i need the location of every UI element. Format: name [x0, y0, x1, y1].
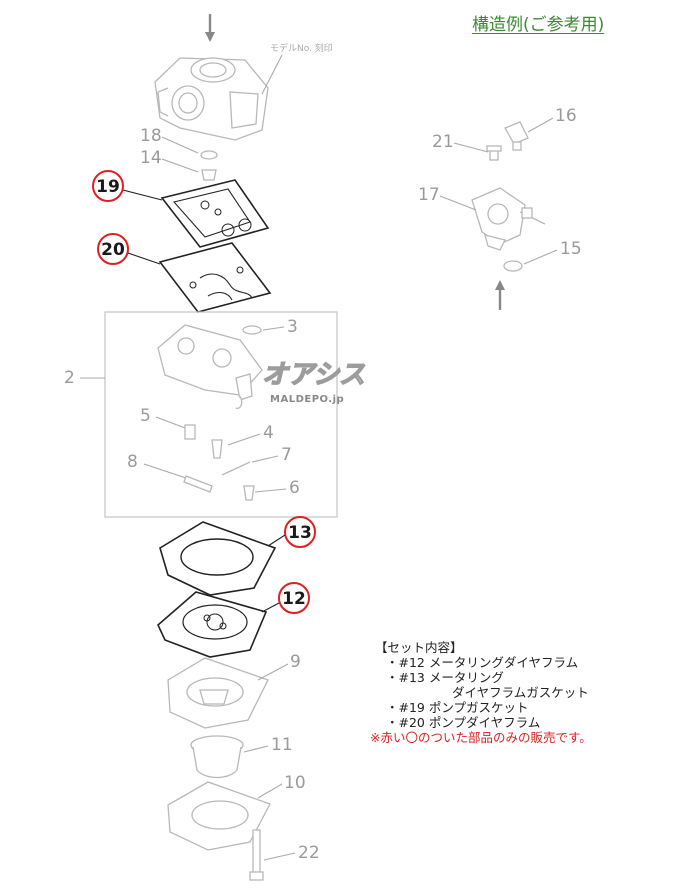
part-number-8: 8 — [127, 452, 138, 472]
set-contents-header: 【セット内容】 — [375, 640, 463, 655]
part-number-10: 10 — [284, 773, 306, 793]
part-21-screw — [486, 145, 502, 161]
part-17-choke-assembly — [471, 187, 546, 251]
model-stamp-label: モデルNo. 刻印 — [270, 42, 333, 54]
right-arrow-icon — [495, 280, 505, 310]
part-18-screw — [200, 150, 218, 160]
set-item-13-cont: ダイヤフラムガスケット — [452, 685, 589, 700]
part-number-16: 16 — [555, 106, 577, 126]
part-number-9: 9 — [290, 652, 301, 672]
part-7-pin — [221, 461, 251, 476]
watermark-logo: オアシス — [262, 360, 365, 390]
part-19-pump-gasket — [160, 179, 270, 248]
part-number-11: 11 — [271, 735, 293, 755]
part-4-needle — [211, 439, 223, 459]
circle-20 — [97, 233, 129, 265]
part-8-lever — [183, 475, 213, 493]
part-12-metering-diaphragm — [157, 591, 268, 658]
part-22-screw — [249, 829, 264, 881]
part-number-22: 22 — [298, 843, 320, 863]
part-number-20: 20 — [101, 240, 125, 260]
part-number-12: 12 — [282, 589, 306, 609]
part-6-screw — [243, 485, 255, 501]
set-contents: 【セット内容】 ・#12 メータリングダイヤフラム ・#13 メータリング ダイ… — [370, 640, 592, 745]
circle-13 — [284, 516, 316, 548]
part-10-plate — [167, 781, 271, 851]
part-number-2: 2 — [64, 368, 75, 388]
top-arrow-icon — [205, 14, 215, 42]
assembly-2-frame — [104, 311, 338, 518]
model-stamp-leader — [261, 54, 283, 95]
part-number-14: 14 — [140, 148, 162, 168]
part-number-5: 5 — [140, 406, 151, 426]
carburetor-body — [154, 57, 269, 141]
part-9-cover — [167, 657, 269, 729]
part-number-17: 17 — [418, 185, 440, 205]
set-item-13: ・#13 メータリング — [386, 670, 504, 685]
part-number-21: 21 — [432, 132, 454, 152]
page-title: 構造例(ご参考用) — [472, 15, 605, 35]
part-number-4: 4 — [263, 423, 274, 443]
part-5-spring — [184, 424, 196, 440]
part-13-metering-gasket — [159, 521, 277, 596]
watermark-site: MALDEPO.jp — [270, 394, 344, 405]
set-item-12: ・#12 メータリングダイヤフラム — [386, 655, 579, 670]
part-3-spring — [242, 325, 262, 335]
part-number-3: 3 — [287, 317, 298, 337]
part-number-19: 19 — [96, 177, 120, 197]
part-number-6: 6 — [289, 478, 300, 498]
part-14-screen — [201, 169, 217, 181]
part-15-washer — [503, 260, 523, 272]
circle-12 — [278, 582, 310, 614]
set-item-20: ・#20 ポンプダイヤフラム — [386, 715, 541, 730]
circle-19 — [92, 170, 124, 202]
part-number-13: 13 — [288, 523, 312, 543]
part-number-15: 15 — [560, 239, 582, 259]
part-number-7: 7 — [281, 445, 292, 465]
part-20-pump-diaphragm — [158, 242, 272, 313]
part-number-18: 18 — [140, 126, 162, 146]
part-11-cup — [190, 735, 244, 779]
set-item-19: ・#19 ポンプガスケット — [386, 700, 529, 715]
part-16-knob — [504, 121, 529, 151]
sale-note: ※赤い〇のついた部品のみの販売です。 — [370, 730, 592, 745]
part-2-body — [157, 324, 263, 410]
